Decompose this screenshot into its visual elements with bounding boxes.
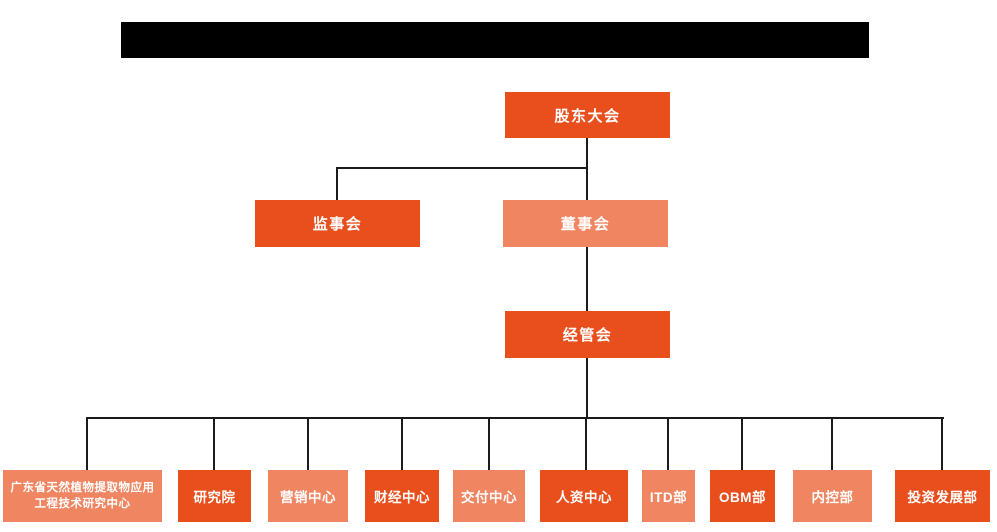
- org-node-guangdong-research-center: 广东省天然植物提取物应用工程技术研究中心: [3, 470, 162, 522]
- connector-line: [586, 358, 588, 418]
- org-node-itd-department: ITD部: [642, 470, 695, 522]
- connector-line: [401, 417, 403, 470]
- connector-line: [741, 417, 743, 470]
- connector-line: [831, 417, 833, 470]
- connector-line: [86, 417, 88, 470]
- org-node-label: 营销中心: [280, 490, 336, 505]
- connector-line: [336, 167, 588, 169]
- org-node-supervisory-board: 监事会: [255, 200, 420, 247]
- org-node-investment-development-department: 投资发展部: [895, 470, 990, 522]
- org-node-shareholders-meeting: 股东大会: [505, 92, 670, 138]
- connector-line: [586, 247, 588, 311]
- org-node-hr-center: 人资中心: [540, 470, 628, 522]
- org-node-label: 股东大会: [554, 107, 621, 125]
- org-node-delivery-center: 交付中心: [453, 470, 525, 522]
- connector-line: [586, 138, 588, 200]
- org-node-label: 人资中心: [556, 490, 612, 505]
- connector-line: [667, 417, 669, 470]
- org-node-label: 广东省天然植物提取物应用工程技术研究中心: [10, 481, 155, 510]
- connector-line: [336, 167, 338, 200]
- redacted-title-bar: [121, 22, 869, 58]
- connector-line: [213, 417, 215, 470]
- org-node-management-committee: 经管会: [505, 311, 670, 358]
- org-node-label: 财经中心: [374, 490, 430, 505]
- org-node-label: 经管会: [562, 327, 613, 344]
- connector-line: [941, 417, 943, 470]
- org-node-label: 董事会: [560, 216, 611, 233]
- org-node-obm-department: OBM部: [710, 470, 775, 522]
- org-node-board-of-directors: 董事会: [503, 200, 668, 247]
- org-node-label: 监事会: [312, 216, 363, 233]
- org-node-label: 交付中心: [461, 490, 517, 505]
- connector-line: [307, 417, 309, 470]
- org-node-label: 投资发展部: [907, 490, 978, 505]
- connector-line: [86, 417, 944, 419]
- connector-line: [488, 417, 490, 470]
- org-node-label: ITD部: [649, 490, 688, 505]
- org-node-research-institute: 研究院: [178, 470, 251, 522]
- org-node-internal-control-department: 内控部: [793, 470, 872, 522]
- connector-line: [585, 417, 587, 470]
- org-node-label: 研究院: [193, 490, 236, 505]
- org-node-finance-center: 财经中心: [365, 470, 439, 522]
- org-node-label: OBM部: [719, 490, 766, 505]
- org-node-marketing-center: 营销中心: [268, 470, 348, 522]
- org-node-label: 内控部: [811, 490, 854, 505]
